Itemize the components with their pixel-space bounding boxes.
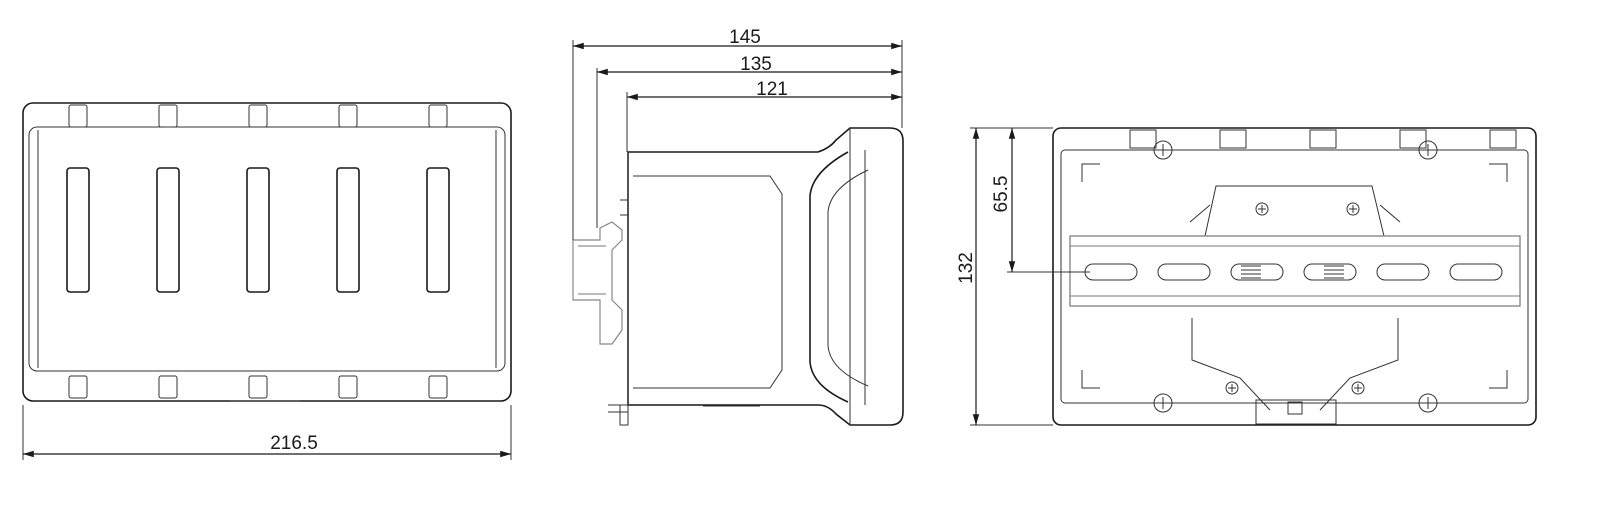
dimension-width-label: 216.5	[270, 433, 318, 454]
screw-icon	[1225, 381, 1239, 395]
screw-icon	[1346, 202, 1360, 216]
notch	[1219, 129, 1247, 149]
vent-slot	[246, 167, 270, 293]
din-rail-profile	[572, 221, 623, 345]
screw-icon	[1418, 140, 1438, 160]
back-housing-outline	[1052, 127, 1537, 426]
front-top-tabs	[68, 104, 448, 128]
top-tab	[158, 104, 178, 128]
notch	[1489, 129, 1517, 149]
dimension-121-label: 121	[756, 79, 788, 100]
side-view: 145 135 121	[572, 27, 904, 426]
din-rail-inner	[578, 245, 606, 295]
front-side-edges	[37, 130, 497, 368]
screw-icon	[1153, 393, 1173, 413]
release-tab-hole	[1287, 401, 1303, 415]
side-bottom-tab	[608, 404, 629, 413]
upper-clamp	[1204, 185, 1385, 237]
rail-slot	[1157, 263, 1211, 281]
bottom-tab	[338, 375, 358, 399]
screw-icon	[1153, 140, 1173, 160]
back-top-notches	[1129, 129, 1517, 149]
front-bottom-tabs	[68, 375, 448, 399]
din-rail-body	[1069, 235, 1521, 307]
notch	[1129, 129, 1157, 149]
front-housing-outline	[22, 102, 512, 402]
corner-marks	[1081, 163, 1508, 389]
rail-slot	[1230, 263, 1284, 281]
lower-clamp	[1191, 318, 1399, 411]
top-tab	[428, 104, 448, 128]
notch	[1399, 129, 1427, 149]
notch	[1309, 129, 1337, 149]
vent-slot	[426, 167, 450, 293]
bottom-tab	[158, 375, 178, 399]
vent-slot	[336, 167, 360, 293]
screw-icon	[1351, 381, 1365, 395]
vent-slot	[66, 167, 90, 293]
bottom-tab	[428, 375, 448, 399]
screw-icon	[1255, 202, 1269, 216]
back-inner-outline	[1060, 149, 1529, 404]
side-curve-inner	[827, 169, 869, 387]
front-view: 216.5	[22, 102, 512, 460]
front-vent-slots	[66, 167, 450, 293]
bottom-tab	[248, 375, 268, 399]
dimension-65-5-label: 65.5	[991, 176, 1012, 213]
rail-slot	[1376, 263, 1430, 281]
side-body-outline	[627, 127, 904, 426]
dimension-145-label: 145	[729, 27, 761, 48]
spring-detail	[1241, 265, 1261, 279]
spring-detail	[1324, 265, 1344, 279]
bottom-tab	[68, 375, 88, 399]
side-rear-plate	[619, 152, 629, 426]
side-curve-outer	[809, 151, 849, 403]
back-screws	[1153, 140, 1438, 413]
rail-slot	[1449, 263, 1503, 281]
back-view: 132 65.5	[956, 127, 1537, 426]
screw-icon	[1418, 393, 1438, 413]
dimension-135-label: 135	[740, 54, 772, 75]
dimension-132-label: 132	[956, 252, 977, 284]
vent-slot	[156, 167, 180, 293]
front-inner-panel	[28, 126, 506, 372]
upper-clamp-springs	[1189, 204, 1401, 223]
top-tab	[68, 104, 88, 128]
top-tab	[338, 104, 358, 128]
rail-slot	[1303, 263, 1357, 281]
din-rail	[1069, 235, 1521, 307]
side-panel-detail	[633, 175, 783, 389]
release-tab	[1255, 399, 1337, 425]
side-rear-clip	[620, 199, 628, 216]
top-tab	[248, 104, 268, 128]
rail-slot	[1084, 263, 1138, 281]
